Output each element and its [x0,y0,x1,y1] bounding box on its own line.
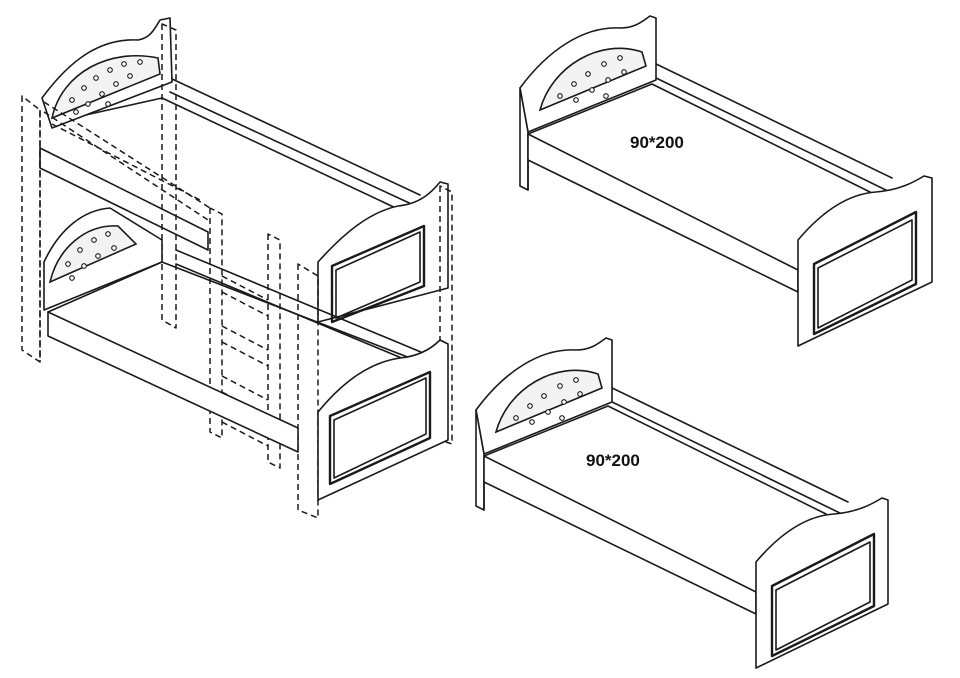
bottom-bed-size-label: 90*200 [586,451,640,470]
top-bed-front-rail [527,133,799,293]
bottom-bed-headboard-fan [494,369,603,434]
lower-footboard-panel [328,370,432,486]
bottom-bed-footboard [755,497,889,669]
upper-footboard-panel [330,224,426,324]
lower-headboard-fan [48,225,138,284]
bottom-bed-fan-dots [513,377,583,425]
top-bed-fan-dots [557,55,627,103]
bottom-bed-back-rail [607,385,849,517]
lower-footboard [317,339,449,501]
bottom-bed-footboard-panel [770,532,876,658]
top-bed-headboard-fan [538,47,647,112]
top-bed-footboard-panel [812,210,918,336]
top-bed-footboard [797,175,933,347]
upper-headboard-fan [50,54,161,120]
top-bed-size-label: 90*200 [630,133,684,152]
single-bed-bottom: 90*200 [475,337,889,669]
bunk-bed-drawing [21,17,453,519]
lower-bunk [43,207,449,501]
lower-fan-dots [65,231,117,281]
top-bed-back-rail [651,61,893,193]
bottom-bed-front-rail [483,455,757,615]
single-bed-top: 90*200 [519,15,933,347]
upper-footboard [317,181,449,323]
upper-fan-dots [69,59,143,115]
upper-bunk [39,17,449,324]
